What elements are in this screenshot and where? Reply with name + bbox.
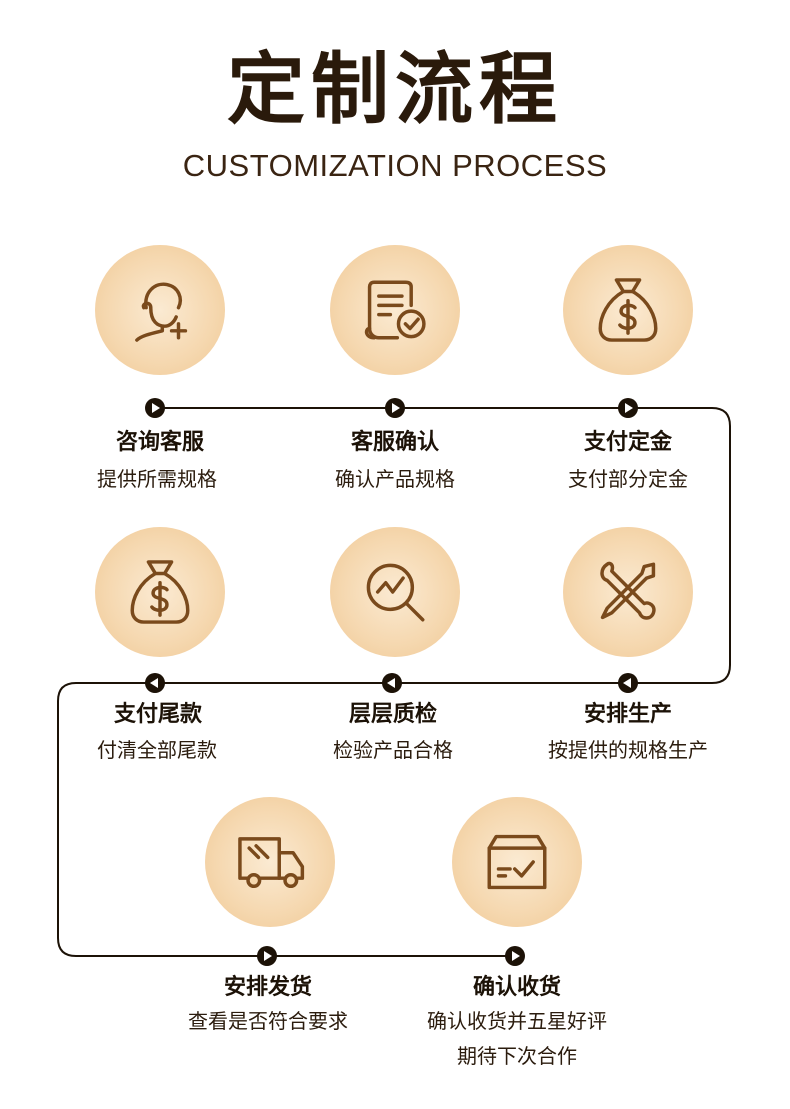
magnifier-chart-icon (366, 563, 425, 622)
step-3-desc: 支付部分定金 (568, 467, 688, 491)
step-1-title: 咨询客服 (115, 430, 204, 455)
arrow-right-icon (505, 946, 525, 966)
step-2-icon-circle (330, 245, 460, 375)
step-4-icon-circle (95, 527, 225, 657)
arrow-right-icon (145, 398, 165, 418)
step-3-icon-circle (563, 245, 693, 375)
step-7-icon-circle (205, 797, 335, 927)
money-bag-icon (598, 278, 658, 342)
arrow-right-icon (618, 398, 638, 418)
step-8-title: 确认收货 (472, 975, 561, 1000)
step-2-title: 客服确认 (350, 430, 439, 455)
arrow-right-icon (385, 398, 405, 418)
customer-service-icon (135, 282, 188, 342)
arrow-left-icon (145, 673, 165, 693)
step-6-desc: 按提供的规格生产 (548, 738, 708, 762)
arrow-left-icon (618, 673, 638, 693)
page-subtitle: CUSTOMIZATION PROCESS (182, 148, 608, 183)
step-5-title: 层层质检 (348, 702, 437, 727)
step-7-desc: 查看是否符合要求 (188, 1009, 348, 1033)
document-check-icon (364, 280, 426, 340)
arrow-left-icon (382, 673, 402, 693)
step-6-title: 安排生产 (583, 702, 672, 727)
page-title: 定制流程 (226, 45, 563, 135)
step-4-desc: 付清全部尾款 (97, 738, 217, 762)
step-1-desc: 提供所需规格 (97, 467, 217, 491)
arrow-right-icon (257, 946, 277, 966)
step-3-title: 支付定金 (583, 430, 672, 455)
step-2-desc: 确认产品规格 (335, 467, 455, 491)
step-1-icon-circle (95, 245, 225, 375)
wrench-screwdriver-icon (600, 561, 656, 620)
step-5-icon-circle (330, 527, 460, 657)
step-6-icon-circle (563, 527, 693, 657)
step-8-icon-circle (452, 797, 582, 927)
step-8-desc: 确认收货并五星好评 (427, 1009, 607, 1033)
step-4-title: 支付尾款 (113, 702, 202, 727)
step-7-title: 安排发货 (223, 975, 312, 1000)
step-8-desc-line-2: 期待下次合作 (457, 1044, 577, 1068)
money-bag-icon (130, 560, 190, 624)
delivery-truck-icon (238, 837, 305, 889)
package-check-icon (487, 834, 547, 890)
step-5-desc: 检验产品合格 (333, 738, 453, 762)
